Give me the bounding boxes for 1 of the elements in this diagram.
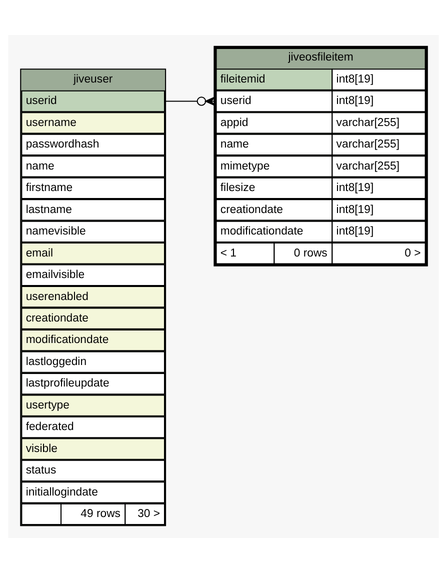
- connector: [164, 96, 216, 106]
